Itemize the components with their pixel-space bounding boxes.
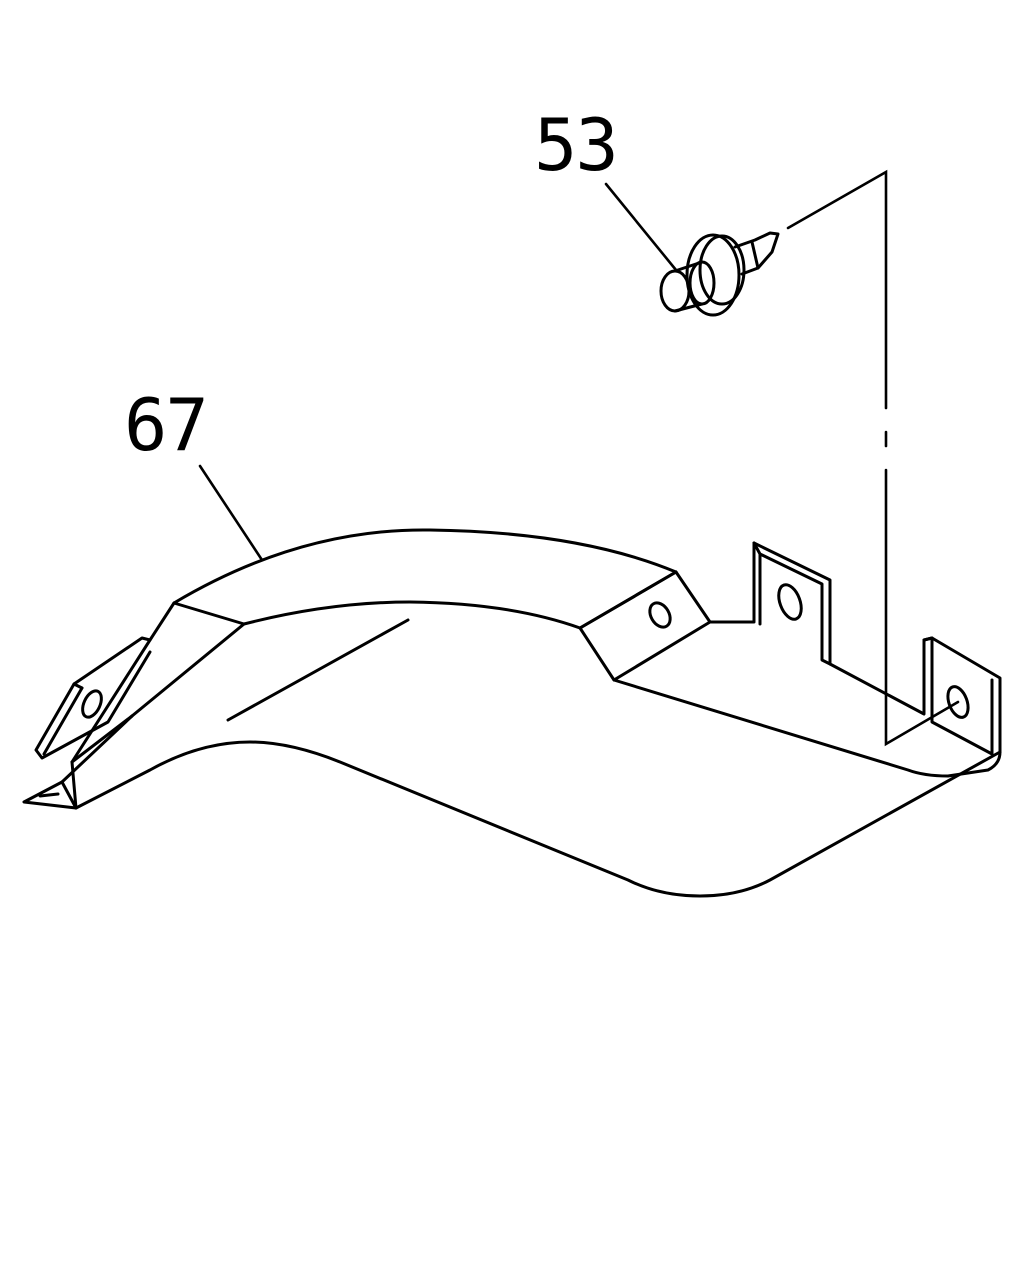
callout-67-leader <box>198 464 264 562</box>
callout-67-label[interactable]: 67 <box>124 383 209 467</box>
assembly-line <box>786 169 960 747</box>
callout-53-label[interactable]: 53 <box>534 103 619 187</box>
mounting-bracket <box>22 528 1002 898</box>
push-rivet-clip <box>659 231 780 317</box>
callout-53-leader <box>604 182 678 272</box>
